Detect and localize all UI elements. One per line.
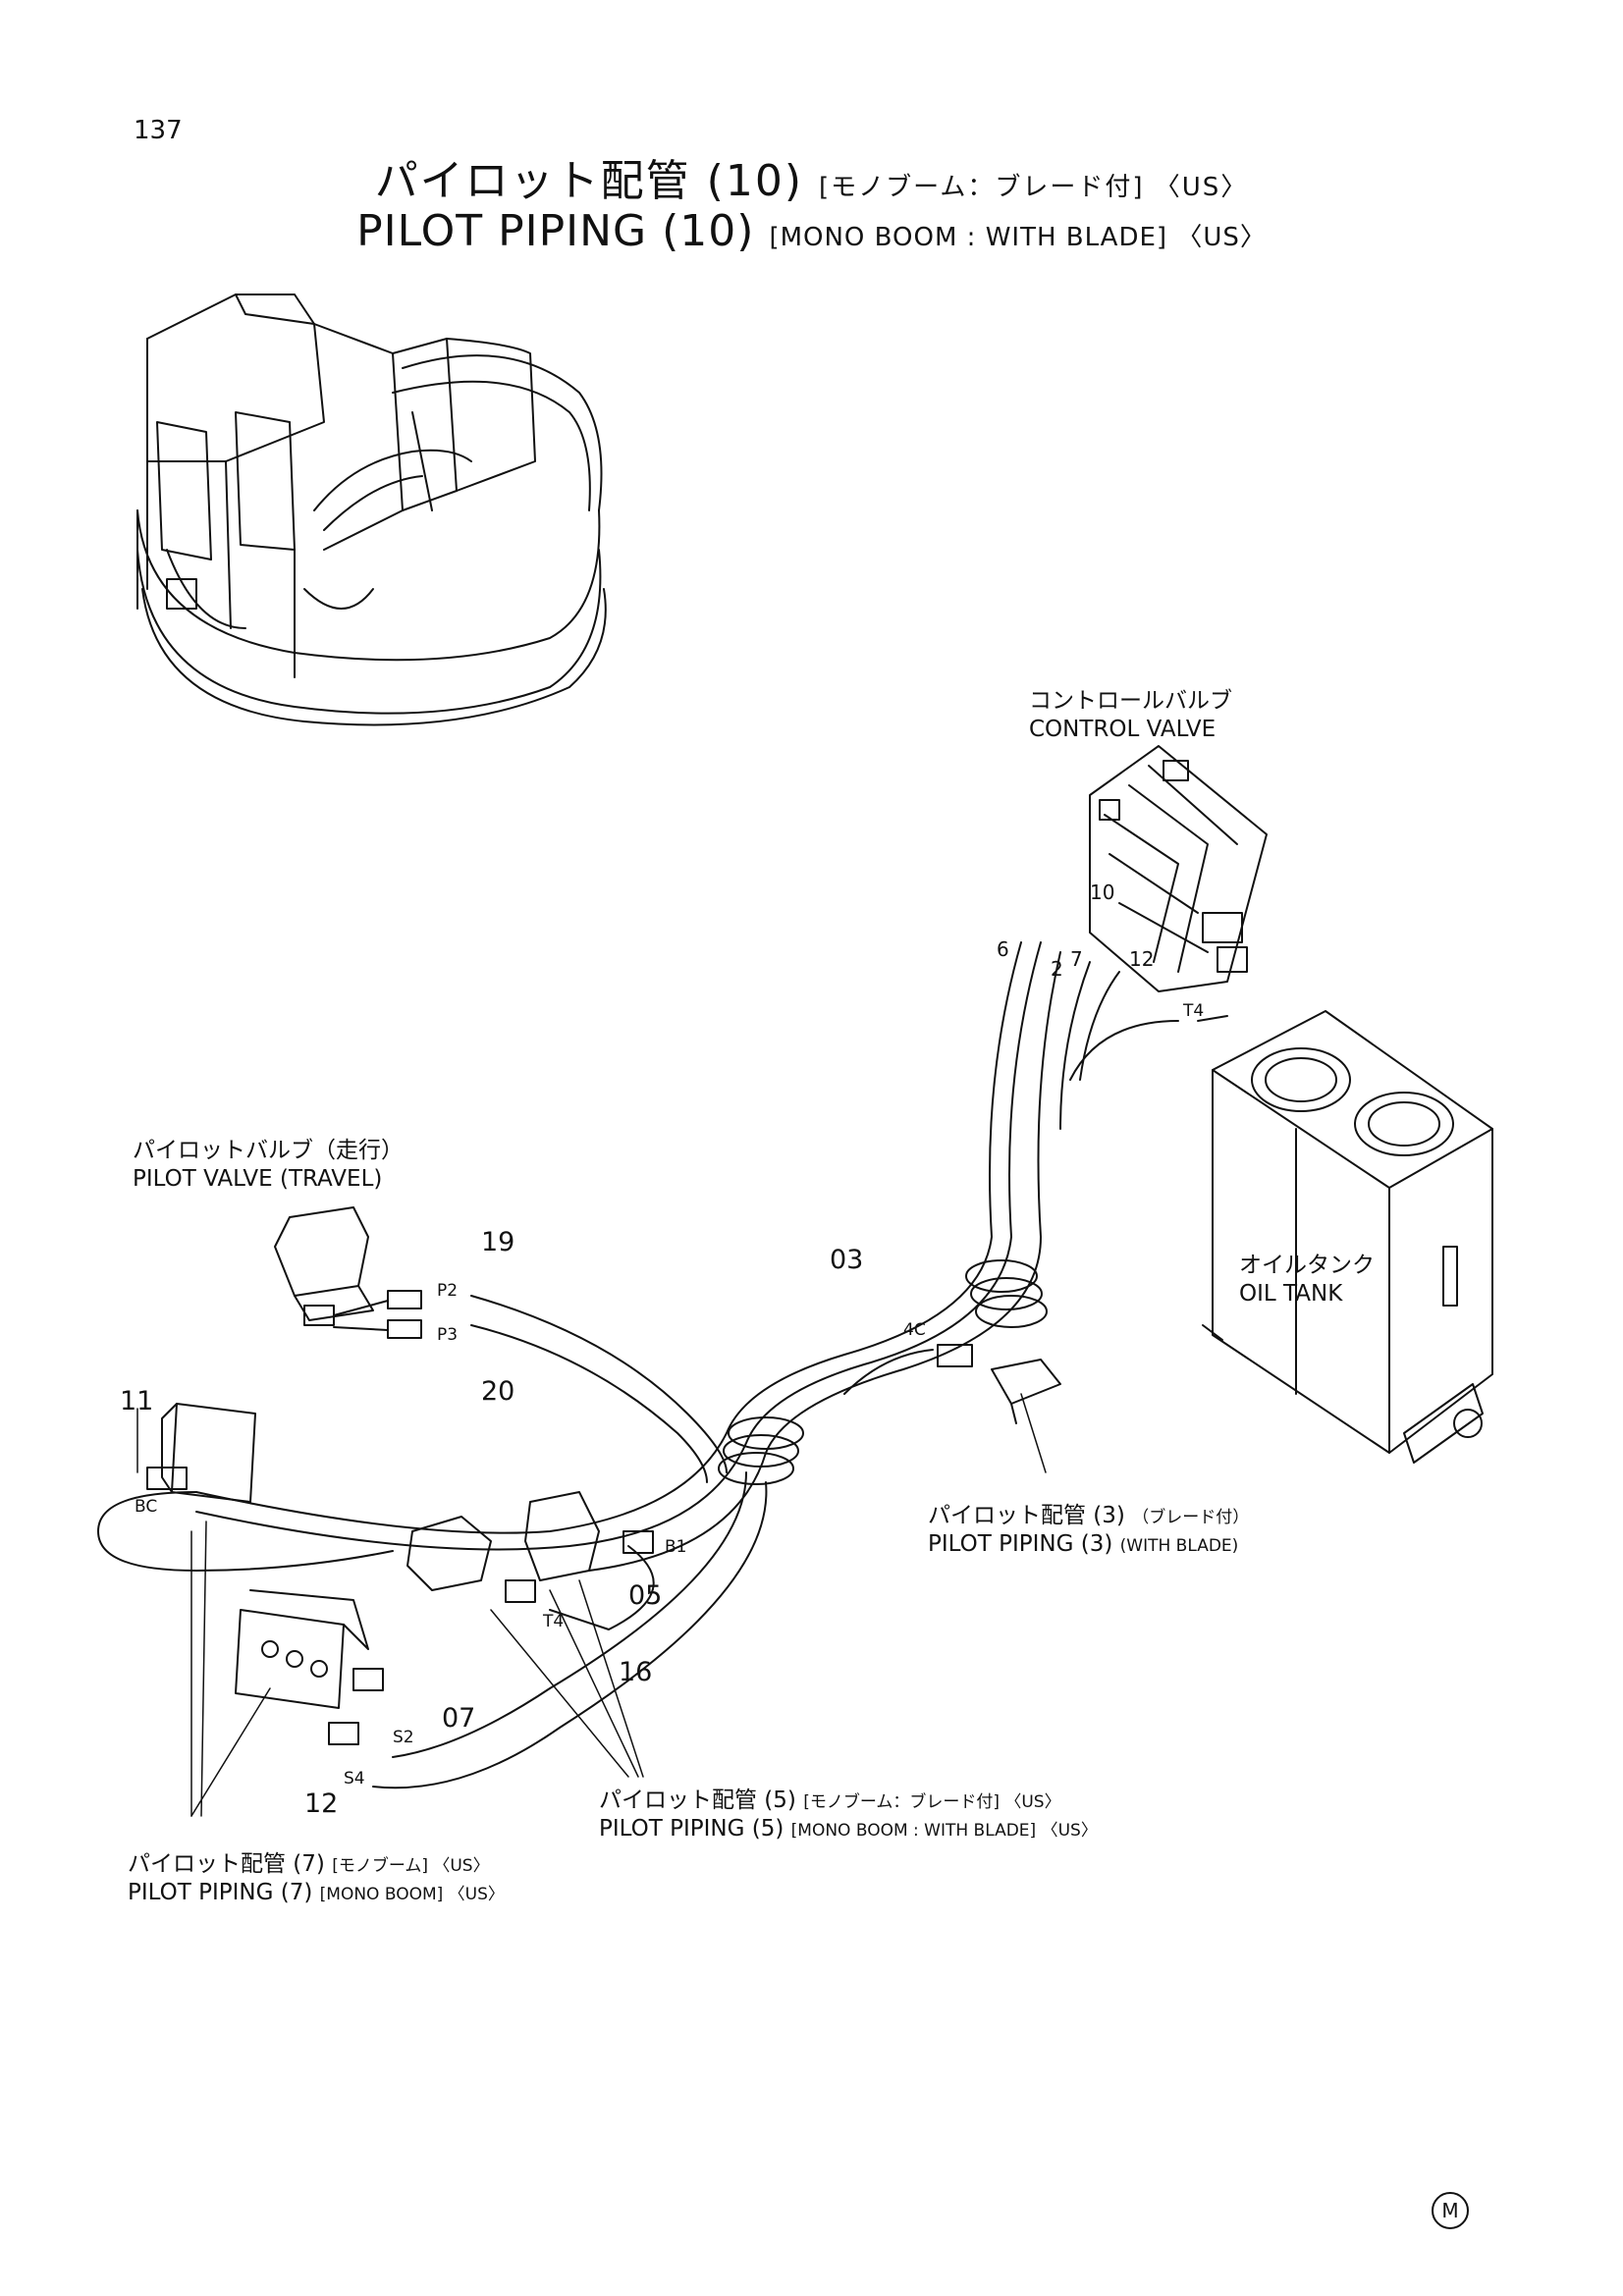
pilot-valve-travel-label-en: PILOT VALVE (TRAVEL) [133,1165,383,1192]
port-tag-p2: P2 [437,1281,459,1301]
part-number-7: 7 [1070,947,1083,971]
control-valve-label: コントロールバルブ CONTROL VALVE [1029,687,1232,744]
pilot-piping-5-en-suffix: [MONO BOOM : WITH BLADE] 〈US〉 [790,1820,1098,1841]
title-jp-main: パイロット配管 (10) [374,156,803,206]
pilot-piping-3-jp: パイロット配管 (3) [928,1503,1125,1528]
title-en-suffix: [MONO BOOM : WITH BLADE] 〈US〉 [769,223,1267,252]
part-number-16: 16 [619,1657,653,1687]
pilot-valve-travel-illustration [274,1206,422,1339]
excavator-illustration [136,294,607,726]
part-number-11: 11 [120,1386,154,1416]
control-valve-label-en: CONTROL VALVE [1029,716,1217,742]
port-tag-s4: S4 [344,1769,365,1789]
port-tag-4c: 4C [903,1320,926,1340]
control-valve-label-jp: コントロールバルブ [1029,688,1232,714]
page-title-en: PILOT PIPING (10) [MONO BOOM : WITH BLAD… [0,206,1623,256]
pilot-piping-5-jp: パイロット配管 (5) [599,1788,796,1813]
part-number-05: 05 [628,1580,663,1611]
port-tag-p3: P3 [437,1325,459,1345]
port-tag-b1: B1 [665,1537,687,1557]
part-number-07: 07 [442,1703,476,1734]
page-title-jp: パイロット配管 (10) [モノブーム：ブレード付] 〈US〉 [0,145,1623,208]
pilot-piping-3-jp-suffix: （ブレード付） [1132,1508,1250,1527]
pilot-piping-3-tee-illustration [937,1344,1061,1424]
part-number-12-upper: 12 [1129,947,1155,971]
port-tag-t4-tank: T4 [1183,1001,1205,1021]
title-jp-suffix: [モノブーム：ブレード付] 〈US〉 [819,173,1249,202]
pilot-piping-3-label: パイロット配管 (3) （ブレード付） PILOT PIPING (3) (WI… [928,1502,1249,1559]
port-tag-s2: S2 [393,1728,414,1747]
pilot-piping-3-en: PILOT PIPING (3) [928,1530,1113,1557]
pilot-valve-travel-label: パイロットバルブ（走行） PILOT VALVE (TRAVEL) [133,1137,404,1194]
pilot-piping-7-en: PILOT PIPING (7) [128,1879,313,1905]
part-number-12-lower: 12 [304,1789,339,1819]
oil-tank-illustration [1202,1010,1493,1464]
control-valve-illustration [1089,745,1268,992]
part-number-19: 19 [481,1227,515,1257]
part-number-2: 2 [1051,957,1063,981]
title-en-main: PILOT PIPING (10) [356,206,755,256]
pilot-piping-5-en: PILOT PIPING (5) [599,1815,784,1842]
part-number-20: 20 [481,1376,515,1407]
part-number-10: 10 [1090,881,1115,904]
part-number-03: 03 [830,1245,864,1275]
pilot-piping-7-block-illustration [235,1589,384,1745]
leader-lines [136,1393,1047,1817]
pilot-piping-7-jp-suffix: [モノブーム] 〈US〉 [332,1856,490,1876]
pilot-piping-5-label: パイロット配管 (5) [モノブーム：ブレード付] 〈US〉 PILOT PIP… [599,1787,1098,1843]
valve-block-11-illustration [146,1403,256,1503]
page-number: 137 [134,116,183,145]
part-number-6: 6 [997,937,1009,961]
port-tag-t4-valve: T4 [543,1612,565,1631]
pilot-piping-5-jp-suffix: [モノブーム：ブレード付] 〈US〉 [803,1792,1061,1812]
pilot-piping-7-jp: パイロット配管 (7) [128,1851,325,1877]
pilot-valve-travel-label-jp: パイロットバルブ（走行） [133,1138,404,1163]
port-tag-bc: BC [135,1497,158,1517]
pilot-piping-7-label: パイロット配管 (7) [モノブーム] 〈US〉 PILOT PIPING (7… [128,1850,505,1907]
oil-tank-label: オイルタンク OIL TANK [1239,1252,1375,1308]
corner-mark: M [1432,2192,1469,2229]
pilot-piping-7-en-suffix: [MONO BOOM] 〈US〉 [319,1884,505,1904]
oil-tank-label-jp: オイルタンク [1239,1253,1375,1278]
pilot-piping-3-en-suffix: (WITH BLADE) [1119,1535,1239,1556]
hose-bundle [97,941,1228,1789]
oil-tank-label-en: OIL TANK [1239,1280,1343,1307]
